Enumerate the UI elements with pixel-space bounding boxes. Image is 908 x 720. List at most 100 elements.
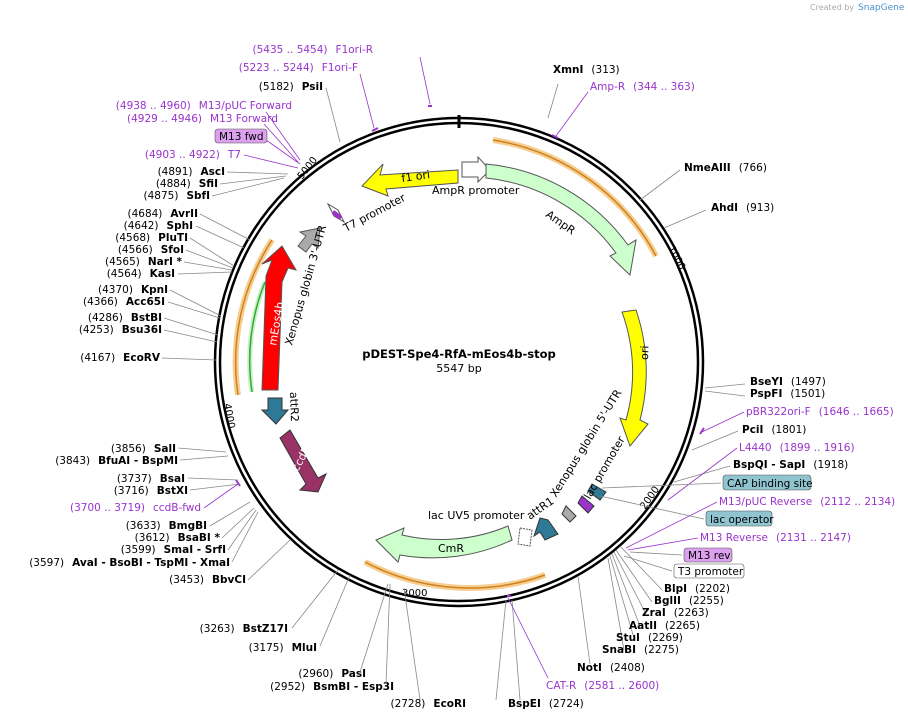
svg-text:(5223 .. 5244)F1ori-F: (5223 .. 5244)F1ori-F xyxy=(239,62,358,74)
site-sfoi-pos: (4566) xyxy=(118,244,153,256)
site-bstbi-pos: (4286) xyxy=(88,312,123,324)
box-m13-rev-label: M13 rev xyxy=(688,550,731,562)
tick-1000: 1000 xyxy=(665,244,687,272)
site-pasi-pos: (2960) xyxy=(298,668,333,680)
site-bsu36i-pos: (4253) xyxy=(79,324,114,336)
site-ahdi: AhdI xyxy=(711,202,738,214)
site-avai-pos: (3597) xyxy=(29,557,64,569)
svg-text:CAT-R(2581 .. 2600): CAT-R(2581 .. 2600) xyxy=(546,680,659,692)
primer-amp-r-range: (344 .. 363) xyxy=(633,81,695,93)
svg-text:(4366)Acc65I: (4366) Acc65I xyxy=(83,296,165,308)
svg-text:NotI(2408): NotI(2408) xyxy=(577,662,645,674)
svg-text:BlpI(2202): BlpI (2202) xyxy=(664,583,730,595)
site-bfuai-pos: (3843) xyxy=(55,455,90,467)
site-avai: AvaI - BsoBI - TspMI - XmaI xyxy=(72,557,230,569)
site-bspqi: BspQI - SapI xyxy=(733,459,805,471)
feature-xenopus-3utr xyxy=(297,227,321,253)
orf-cmr-line xyxy=(364,561,546,589)
site-bglii-pos: (2255) xyxy=(689,595,724,607)
orf-ampr-line xyxy=(492,139,657,257)
site-asci: AscI xyxy=(200,166,225,178)
site-snabi-pos: (2275) xyxy=(644,644,679,656)
svg-text:(3716)BstXI: (3716)BstXI xyxy=(114,485,188,497)
site-blpi: BlpI xyxy=(664,583,687,595)
box-m13-fwd xyxy=(214,128,268,144)
svg-text:(3175)MluI: (3175)MluI xyxy=(249,642,317,654)
site-snabi: SnaBI xyxy=(602,644,636,656)
feature-cmr-label: CmR xyxy=(438,542,464,555)
primer-m13-rev-range: (2131 .. 2147) xyxy=(776,532,851,544)
primer-l4440-range: (1899 .. 1916) xyxy=(780,442,855,454)
feature-f1-ori-label: f1 ori xyxy=(401,168,431,185)
svg-text:StuI(2269): StuI(2269) xyxy=(616,632,683,644)
box-lac-operator xyxy=(705,510,773,527)
feature-meos4b xyxy=(261,245,298,391)
boxed-labels: M13 fwd CAP binding site lac operator M1… xyxy=(214,128,813,579)
primer-f1ori-f: F1ori-F xyxy=(322,62,358,74)
box-m13-fwd-label: M13 fwd xyxy=(219,131,264,143)
site-ahdi-pos: (913) xyxy=(746,202,774,214)
site-psii-pos: (5182) xyxy=(259,81,294,93)
site-sfii: SfiI xyxy=(199,178,218,190)
feature-m13-mark xyxy=(577,495,595,514)
site-sbfi-pos: (4875) xyxy=(144,190,179,202)
orf-green-line xyxy=(248,281,266,393)
svg-text:SnaBI(2275): SnaBI (2275) xyxy=(602,644,679,656)
site-bstxi: BstXI xyxy=(157,485,188,497)
site-bspei-pos: (2724) xyxy=(549,698,584,710)
svg-text:Amp-R(344 .. 363): Amp-R(344 .. 363) xyxy=(590,81,695,93)
site-smai-pos: (3599) xyxy=(121,544,156,556)
site-sphi: SphI xyxy=(167,220,193,232)
site-bseyi-pos: (1497) xyxy=(791,376,826,388)
svg-text:(3612)BsaBI *: (3612)BsaBI * xyxy=(135,532,221,544)
svg-text:(4891)AscI: (4891)AscI xyxy=(158,166,225,178)
site-bbvci: BbvCI xyxy=(212,574,246,586)
site-ecorv-pos: (4167) xyxy=(80,352,115,364)
site-pcii: PciI xyxy=(742,424,763,436)
site-noti-pos: (2408) xyxy=(610,662,645,674)
feature-ampr-label: AmpR xyxy=(543,208,578,238)
svg-text:(3597)AvaI - BsoBI - TspMI - X: (3597) AvaI - BsoBI - TspMI - XmaI xyxy=(29,557,230,569)
svg-text:BseYI(1497): BseYI (1497) xyxy=(750,376,826,388)
site-blpi-pos: (2202) xyxy=(695,583,730,595)
site-ecori-pos: (2728) xyxy=(390,698,425,710)
site-bstz17i: BstZ17I xyxy=(243,623,288,635)
svg-text:pBR322ori-F(1646 .. 1665): pBR322ori-F(1646 .. 1665) xyxy=(746,406,894,418)
site-sbfi: SbfI xyxy=(186,190,210,202)
site-bseyi: BseYI xyxy=(750,376,783,388)
svg-text:(4684)AvrII: (4684)AvrII xyxy=(127,208,198,220)
site-bspei: BspEI xyxy=(508,698,541,710)
box-lac-operator-label: lac operator xyxy=(710,514,774,526)
feature-t7-promoter-label: T7 promoter xyxy=(340,191,408,235)
plasmid-size: 5547 bp xyxy=(436,362,481,375)
site-pcii-pos: (1801) xyxy=(771,424,806,436)
tick-4000: 4000 xyxy=(221,403,236,430)
svg-text:(4903 .. 4922)T7: (4903 .. 4922)T7 xyxy=(145,149,241,161)
site-aatii: AatII xyxy=(629,620,657,632)
credit-created-by: Created by xyxy=(810,3,854,12)
svg-text:(4929 .. 4946)M13 Forward: (4929 .. 4946)M13 Forward xyxy=(127,113,278,125)
primer-cat-r: CAT-R xyxy=(546,680,576,692)
site-bfuai: BfuAI - BspMI xyxy=(98,455,178,467)
site-acc65i: Acc65I xyxy=(126,296,165,308)
site-bsai-pos: (3737) xyxy=(117,473,152,485)
svg-text:(2728)EcoRI: (2728)EcoRI xyxy=(390,698,466,710)
site-bmgbi: BmgBI xyxy=(169,520,207,532)
svg-text:(3737)BsaI: (3737) BsaI xyxy=(117,473,185,485)
site-nmeaiii-pos: (766) xyxy=(739,162,767,174)
svg-text:(4565)NarI *: (4565)NarI * xyxy=(105,256,183,268)
site-ecorv: EcoRV xyxy=(123,352,161,364)
plasmid-name: pDEST-Spe4-RfA-mEos4b-stop xyxy=(362,347,556,361)
feature-cmr xyxy=(375,525,513,563)
credit-brand: SnapGene xyxy=(858,3,905,13)
site-acc65i-pos: (4366) xyxy=(83,296,118,308)
orf-cmr-arc xyxy=(363,559,547,591)
svg-text:(4286)BstBI: (4286)BstBI xyxy=(88,312,162,324)
svg-text:BspQI - SapI(1918): BspQI - SapI(1918) xyxy=(733,459,848,471)
feature-lac-uv5-promoter xyxy=(517,527,533,547)
site-bsai: BsaI xyxy=(160,473,185,485)
feature-ampr-promoter-label: AmpR promoter xyxy=(432,184,520,197)
site-nari-pos: (4565) xyxy=(105,256,140,268)
sites-left: (2728)EcoRI (2952)BsmBI - Esp3I (2960)Pa… xyxy=(29,81,466,710)
